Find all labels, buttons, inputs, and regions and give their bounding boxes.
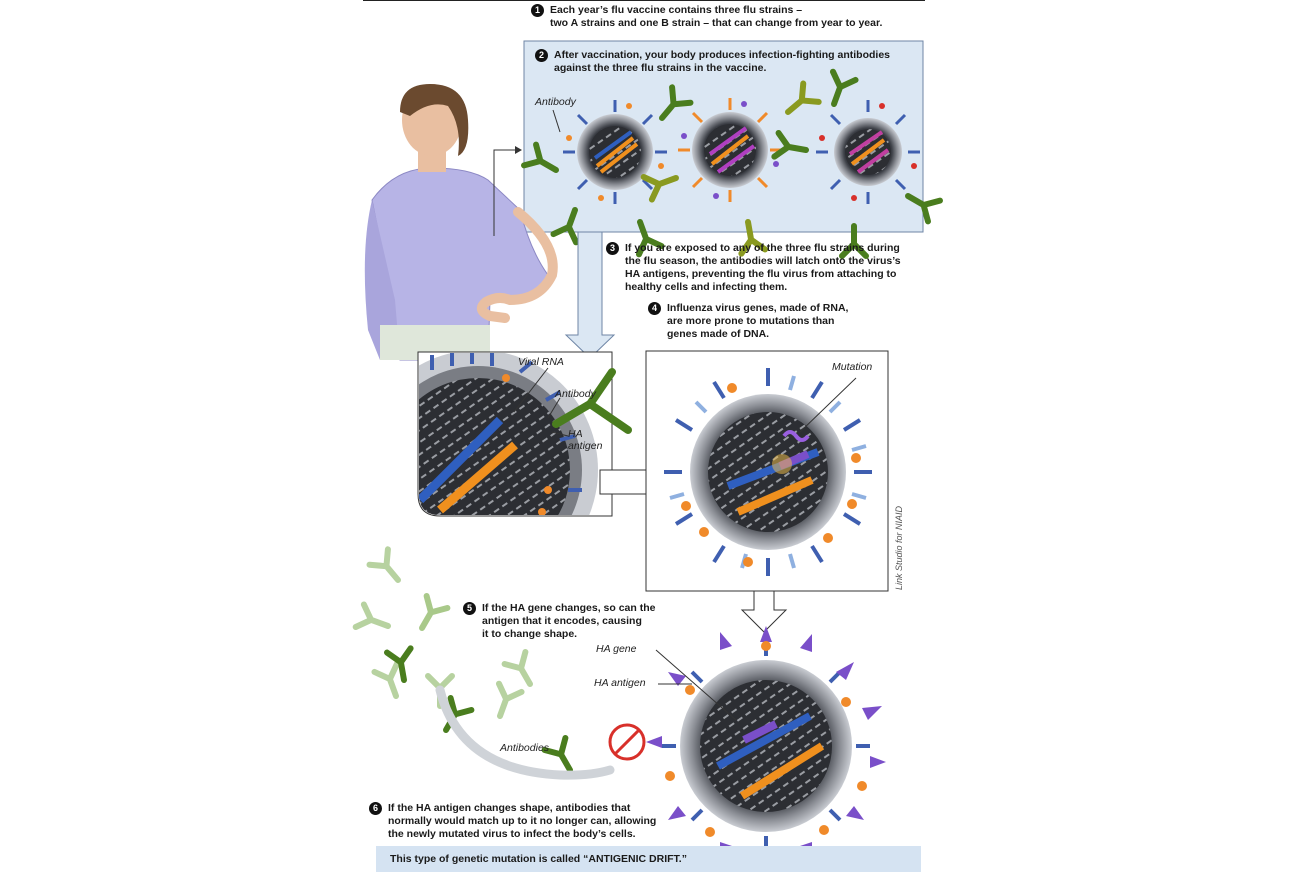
step-5-number: 5: [463, 602, 476, 615]
ha-antigen-mid-leader: [551, 431, 569, 437]
antibody-label-top: Antibody: [535, 96, 576, 108]
mutation-label: Mutation: [832, 361, 873, 373]
credit-text: Link Studio for NIAID: [894, 505, 904, 590]
virus-strain-b: [816, 100, 920, 204]
woman-illustration: [364, 84, 558, 361]
binding-closeup-panel: [417, 351, 632, 517]
viral-rna-label: Viral RNA: [518, 356, 564, 368]
arrow-woman-to-panel2: [493, 149, 520, 236]
virus-strain-a2: [678, 98, 782, 202]
arrow-panel4-to-bottom: [740, 590, 788, 633]
antibodies-swoosh-arrow: [435, 685, 615, 780]
ha-gene-label: HA gene: [596, 643, 637, 655]
antibody-leader-top: [552, 109, 561, 133]
step-3-number: 3: [606, 242, 619, 255]
step-2-number: 2: [535, 49, 548, 62]
arrow-panel2-to-panel3: [564, 231, 616, 359]
antibody-label-mid: Antibody: [555, 388, 596, 400]
mutation-leader: [799, 377, 857, 433]
antibody-mid-leader: [547, 397, 561, 419]
antigenic-drift-footer: This type of genetic mutation is called …: [376, 846, 921, 872]
mutated-virus-rna: [664, 368, 872, 576]
ha-antigen-label-mid: HA antigen: [568, 428, 603, 452]
antibodies-label: Antibodies: [500, 742, 550, 754]
ha-gene-leader: [655, 649, 737, 721]
virus-strain-a1: [563, 100, 667, 204]
viral-rna-leader: [513, 367, 549, 413]
drifted-virus: [646, 626, 886, 866]
step-6-number: 6: [369, 802, 382, 815]
ha-antigen-label-bottom: HA antigen: [594, 677, 646, 689]
step-4-number: 4: [648, 302, 661, 315]
step-1-number: 1: [531, 4, 544, 17]
blocked-icon: [608, 723, 646, 761]
